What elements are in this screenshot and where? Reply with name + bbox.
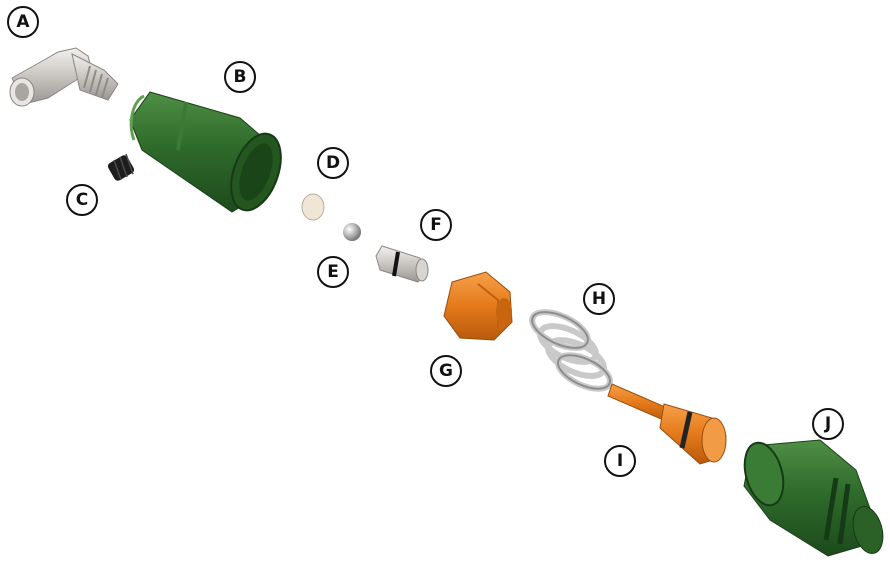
part-label-h: H — [583, 283, 615, 315]
elbow-fitting-icon — [10, 48, 118, 106]
nut-icon — [444, 272, 512, 340]
part-label-d: D — [317, 147, 349, 179]
part-label-f: F — [420, 209, 452, 241]
part-label-c: C — [66, 184, 98, 216]
disc-seal-icon — [302, 194, 324, 220]
set-screw-icon — [106, 154, 135, 182]
valve-body-icon — [130, 92, 290, 217]
part-label-b: B — [224, 61, 256, 93]
seat-insert-icon — [376, 246, 428, 282]
spring-icon — [527, 305, 615, 396]
end-housing-icon — [738, 438, 887, 556]
part-label-i: I — [604, 445, 636, 477]
part-label-g: G — [430, 355, 462, 387]
ball-icon — [343, 223, 361, 241]
part-label-j: J — [812, 408, 844, 440]
part-label-a: A — [7, 6, 39, 38]
part-label-e: E — [317, 256, 349, 288]
